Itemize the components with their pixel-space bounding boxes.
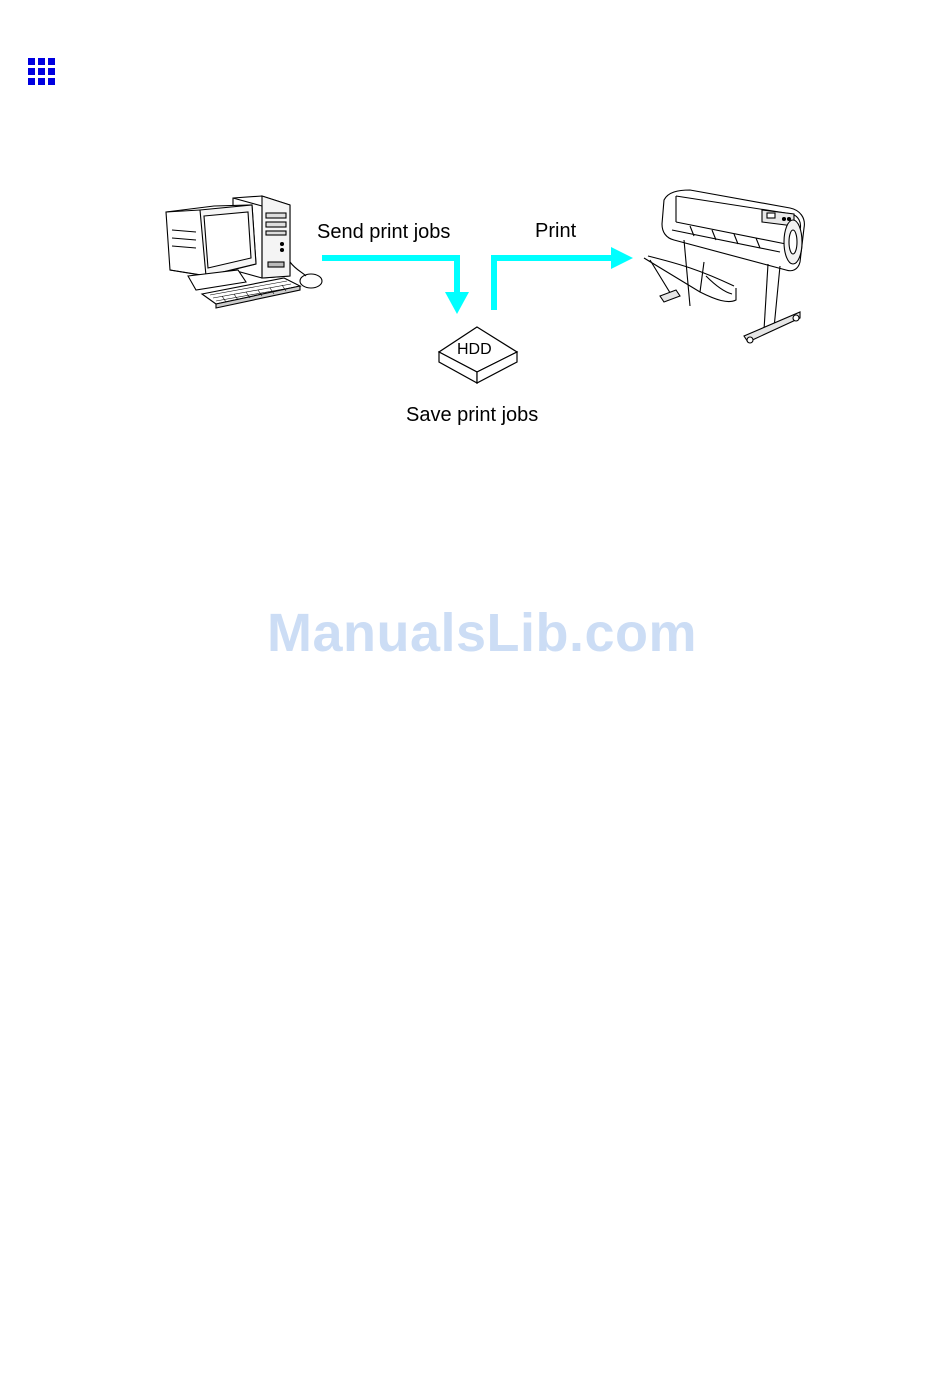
print-label: Print (535, 221, 576, 241)
computer-icon (166, 196, 322, 308)
watermark: ManualsLib.com (0, 606, 950, 660)
save-print-jobs-label: Save print jobs (406, 405, 538, 425)
send-print-jobs-label: Send print jobs (317, 222, 450, 242)
print-arrow (494, 247, 633, 310)
print-job-flow-diagram: Send print jobs Print HDD Save print job… (0, 0, 950, 460)
printer-icon (644, 190, 804, 343)
hdd-label: HDD (457, 342, 492, 358)
send-arrow (322, 258, 469, 314)
